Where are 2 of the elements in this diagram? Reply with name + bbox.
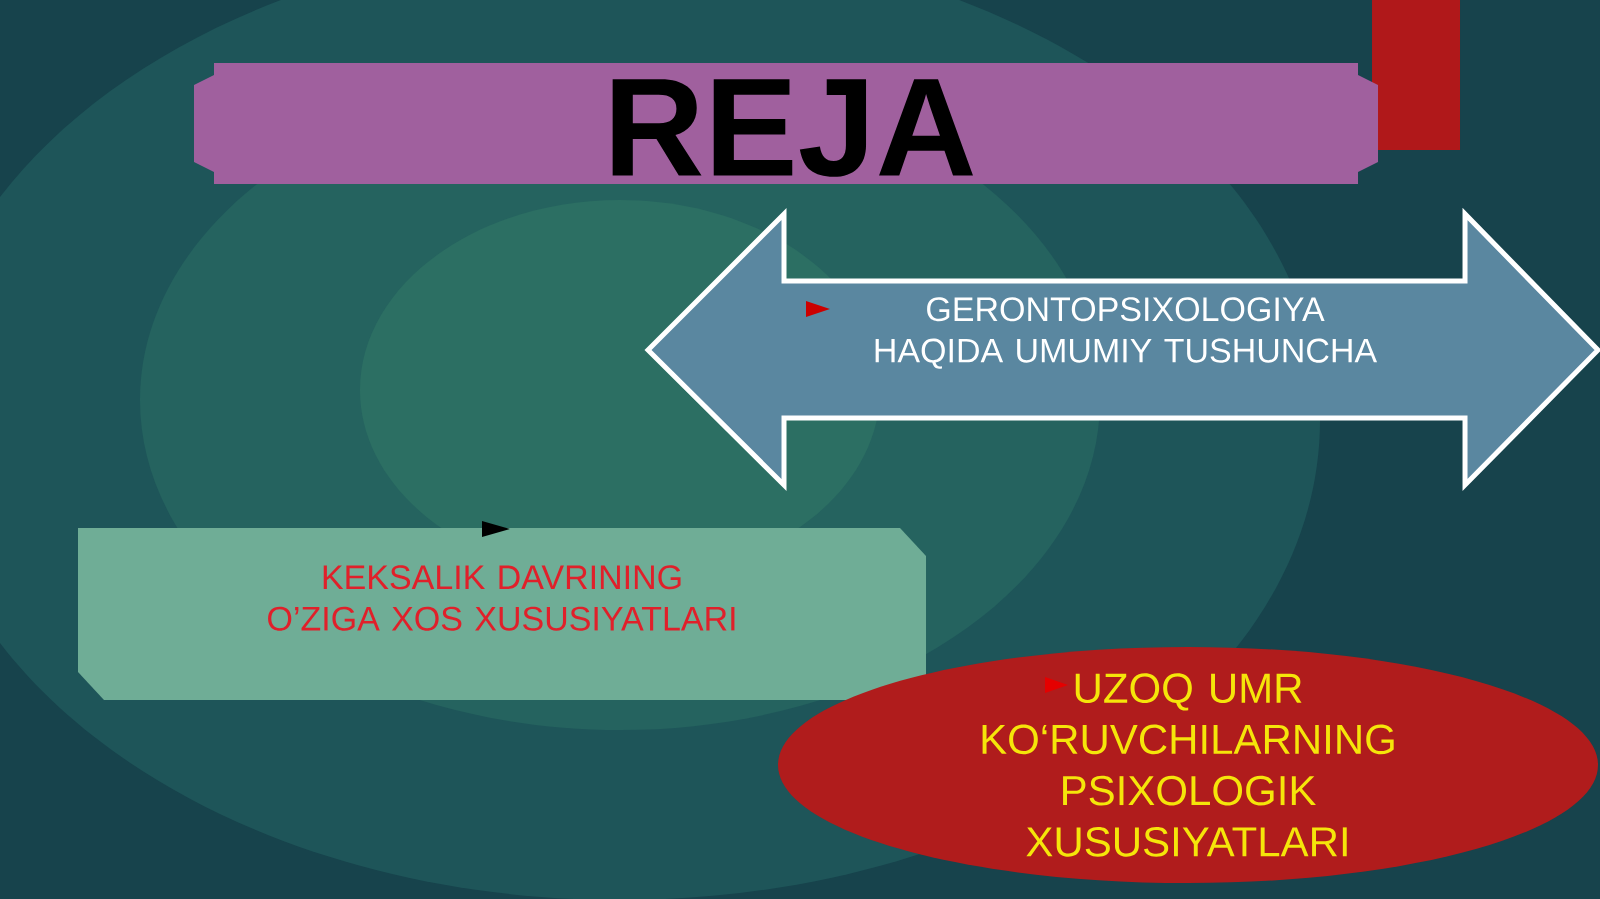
title-banner: REJA bbox=[194, 63, 1378, 184]
topic-box: KEKSALIK DAVRINING O’ZIGA XOS XUSUSIYATLARI bbox=[78, 528, 926, 700]
